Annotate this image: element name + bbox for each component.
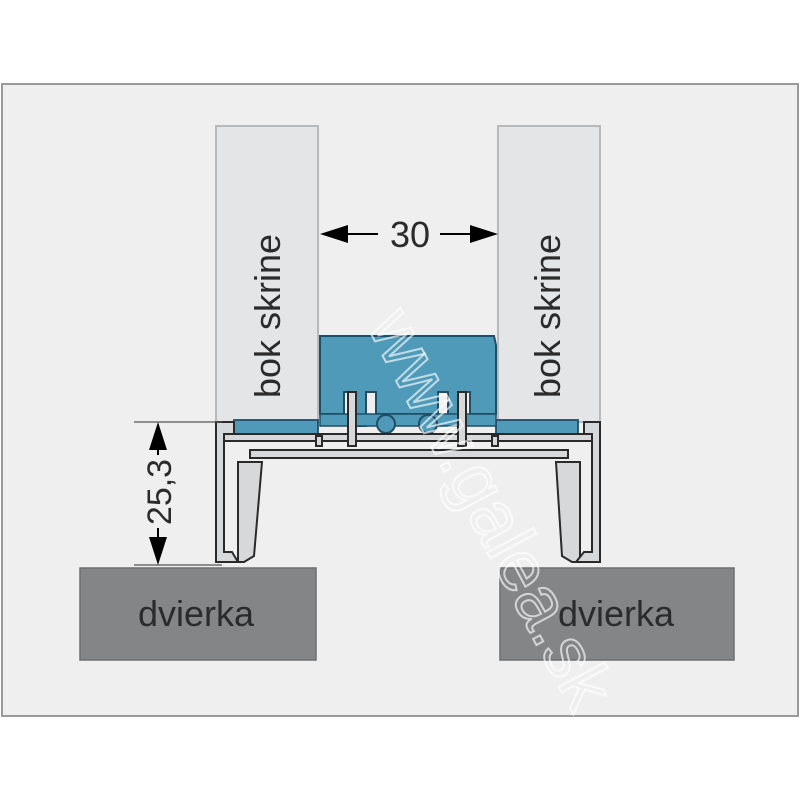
dimension-width: 30: [320, 214, 498, 255]
cabinet-side-left-label: bok skrine: [247, 234, 288, 398]
arrow-up-icon: [149, 422, 167, 450]
dimension-width-label: 30: [390, 214, 430, 255]
aluminium-profile: [215, 391, 601, 563]
door-left: [79, 567, 317, 661]
dimension-height-label: 25,3: [141, 459, 179, 525]
cabinet-side-right-label: bok skrine: [527, 234, 568, 398]
roller-left: [376, 414, 396, 434]
arrow-down-icon: [149, 537, 167, 565]
arrow-left-icon: [320, 225, 348, 243]
door-right: [499, 567, 735, 661]
guide-insert: [233, 335, 579, 435]
door-right-label: dvierka: [558, 593, 675, 634]
arrow-right-icon: [470, 225, 498, 243]
cabinet-side-left: [215, 125, 319, 423]
cabinet-side-right: [497, 125, 601, 423]
dimension-height: 25,3: [134, 421, 222, 566]
door-left-label: dvierka: [138, 593, 255, 634]
